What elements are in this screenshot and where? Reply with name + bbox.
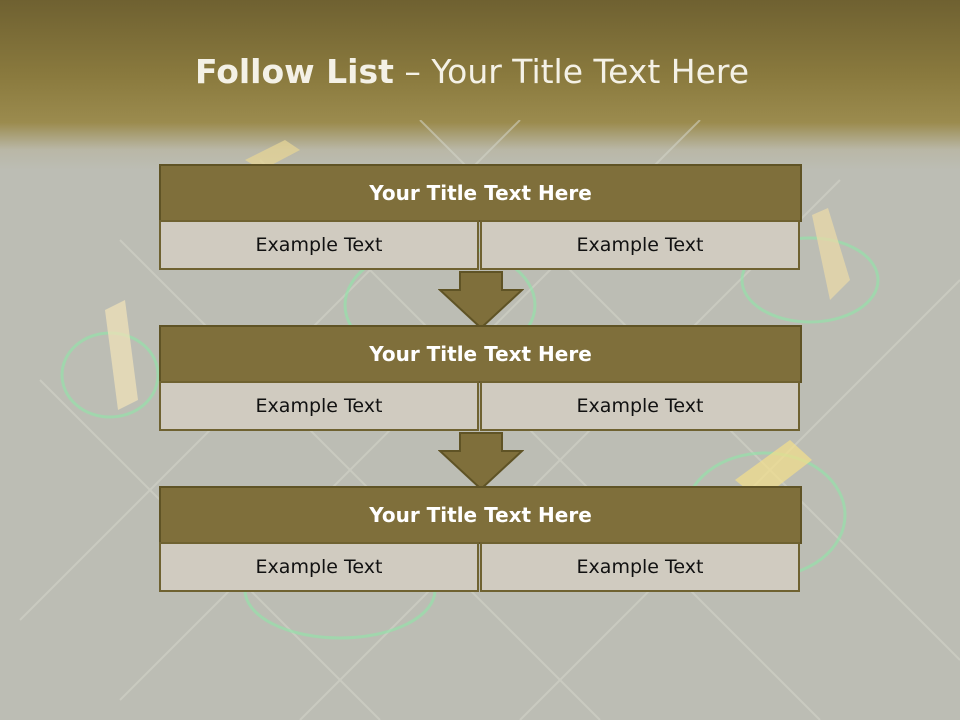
follow-block-3: Your Title Text Here Example Text Exampl…: [159, 486, 802, 594]
follow-block-2: Your Title Text Here Example Text Exampl…: [159, 325, 802, 433]
block-title: Your Title Text Here: [159, 164, 802, 222]
header-band: [0, 0, 960, 170]
block-right-cell: Example Text: [480, 381, 800, 431]
block-title: Your Title Text Here: [159, 486, 802, 544]
slide-title-rest: – Your Title Text Here: [393, 52, 750, 91]
down-arrow-icon: [438, 271, 524, 330]
block-left-cell: Example Text: [159, 381, 479, 431]
block-title: Your Title Text Here: [159, 325, 802, 383]
slide-title: Follow List – Your Title Text Here: [0, 52, 944, 91]
block-left-cell: Example Text: [159, 542, 479, 592]
slide-title-bold: Follow List: [194, 52, 394, 91]
block-right-cell: Example Text: [480, 542, 800, 592]
block-left-cell: Example Text: [159, 220, 479, 270]
follow-block-1: Your Title Text Here Example Text Exampl…: [159, 164, 802, 272]
folder-shapes: [105, 140, 850, 500]
block-right-cell: Example Text: [480, 220, 800, 270]
down-arrow-icon: [438, 432, 524, 491]
